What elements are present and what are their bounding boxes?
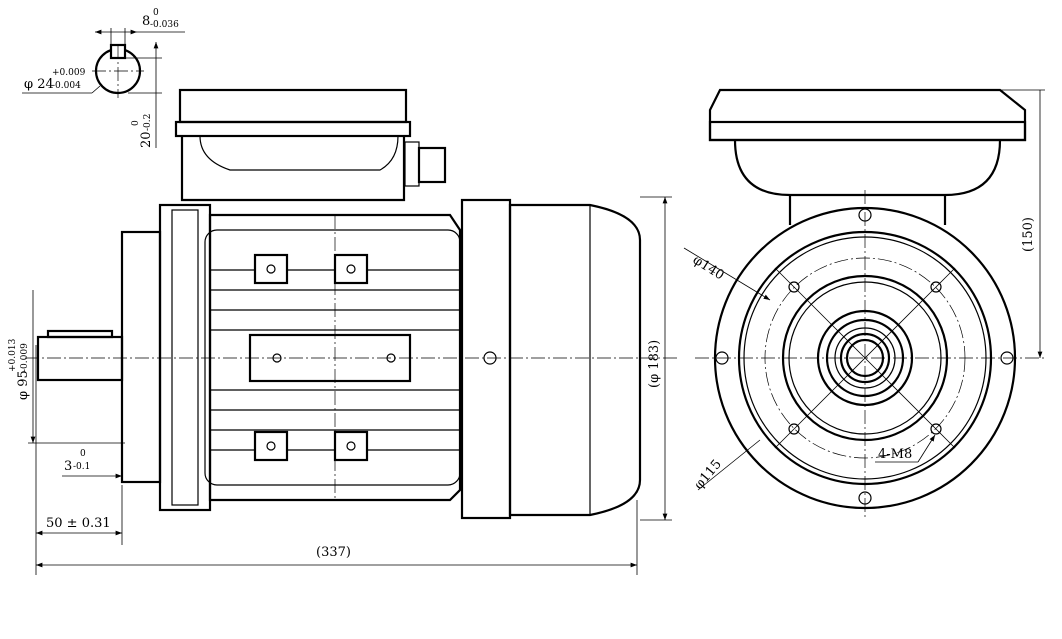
spigot-depth-dim: 3 [64, 459, 72, 474]
shaft-section-detail [22, 28, 185, 148]
overall-height-dim: (φ 183) [647, 340, 662, 388]
shaft-dia-tol-upper: +0.009 [52, 68, 86, 78]
front-view [683, 88, 1045, 520]
spigot-dia-tol-lower: -0.009 [20, 343, 30, 372]
key-height-tol-upper: 0 [131, 120, 141, 126]
key-width-tol-lower: -0.036 [150, 20, 179, 30]
spigot-depth-tol-upper: 0 [80, 449, 86, 459]
shaft [36, 335, 124, 382]
key-width-dim: 8 [142, 14, 150, 29]
key-width-tol-upper: 0 [153, 8, 159, 18]
shaft-length-dim: 50 ± 0.31 [46, 516, 111, 531]
spigot-depth-tol-lower: -0.1 [73, 462, 90, 472]
shaft-dia-tol-lower: -0.004 [52, 81, 81, 91]
spigot-dia-tol-upper: +0.013 [8, 338, 18, 372]
front-spigot-dim: φ115 [692, 457, 725, 493]
spigot-diameter-dim: φ 95 [16, 370, 31, 400]
cable-gland [404, 141, 420, 187]
side-view [25, 88, 680, 520]
key-height-tol-lower: -0.2 [143, 114, 153, 131]
key-height-dim: 20 [139, 131, 154, 148]
mounting-holes-dim: 4-M8 [878, 447, 912, 462]
overall-length-dim: (337) [316, 545, 351, 560]
shaft-key [46, 329, 114, 339]
center-height-dim: (150) [1021, 217, 1036, 252]
side-dimension-lines [28, 196, 672, 575]
flange-pcd-dim: φ140 [690, 253, 727, 284]
shaft-dia-dim: φ 24 [24, 77, 54, 92]
